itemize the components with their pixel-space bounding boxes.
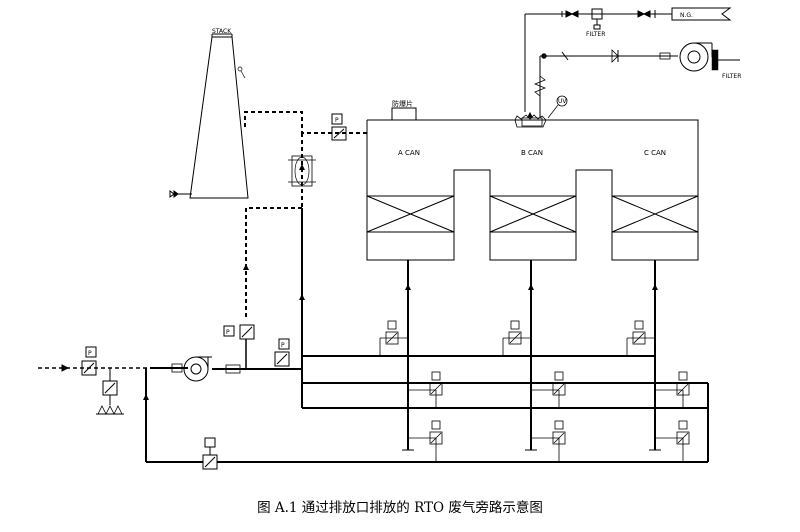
combustion-blower bbox=[679, 42, 709, 72]
uv-detector bbox=[556, 95, 568, 107]
stack bbox=[169, 33, 249, 199]
heat-exchanger bbox=[291, 155, 313, 187]
ng-flag bbox=[671, 7, 732, 21]
ng-label: N.G. bbox=[680, 12, 693, 19]
recirc-valve bbox=[239, 324, 255, 340]
chamber-b-label: B CAN bbox=[521, 149, 543, 157]
inlet-piping: P bbox=[38, 208, 708, 470]
flow-arrows bbox=[143, 164, 658, 400]
fan-outlet-valve bbox=[274, 351, 290, 367]
bed-c bbox=[611, 195, 699, 233]
rto-body bbox=[366, 107, 699, 261]
bed-a bbox=[366, 195, 455, 233]
chamber-c-label: C CAN bbox=[644, 149, 666, 157]
outlet-p-label: P bbox=[335, 117, 339, 124]
fan-outlet-p-label: P bbox=[281, 342, 285, 349]
chamber-valves bbox=[379, 320, 690, 462]
chamber-a-label: A CAN bbox=[398, 149, 420, 157]
distribution-headers bbox=[302, 260, 709, 462]
burner-assembly bbox=[514, 7, 740, 128]
outlet-valve bbox=[331, 126, 347, 141]
filter-top-label: FILTER bbox=[586, 31, 605, 38]
explosion-vent bbox=[391, 107, 417, 121]
uv-label: UV bbox=[558, 98, 567, 105]
explosion-vent-label: 防爆片 bbox=[392, 99, 413, 108]
stack-label: STACK bbox=[212, 28, 232, 35]
inlet-p-label: P bbox=[88, 350, 92, 357]
filter-right-label: FILTER bbox=[722, 73, 741, 80]
recirc-p-label: P bbox=[226, 329, 230, 336]
inlet-valve bbox=[81, 360, 97, 376]
outlet-piping bbox=[244, 111, 367, 320]
bed-b bbox=[489, 195, 577, 233]
figure-caption: 图 A.1 通过排放口排放的 RTO 废气旁路示意图 bbox=[257, 499, 543, 516]
